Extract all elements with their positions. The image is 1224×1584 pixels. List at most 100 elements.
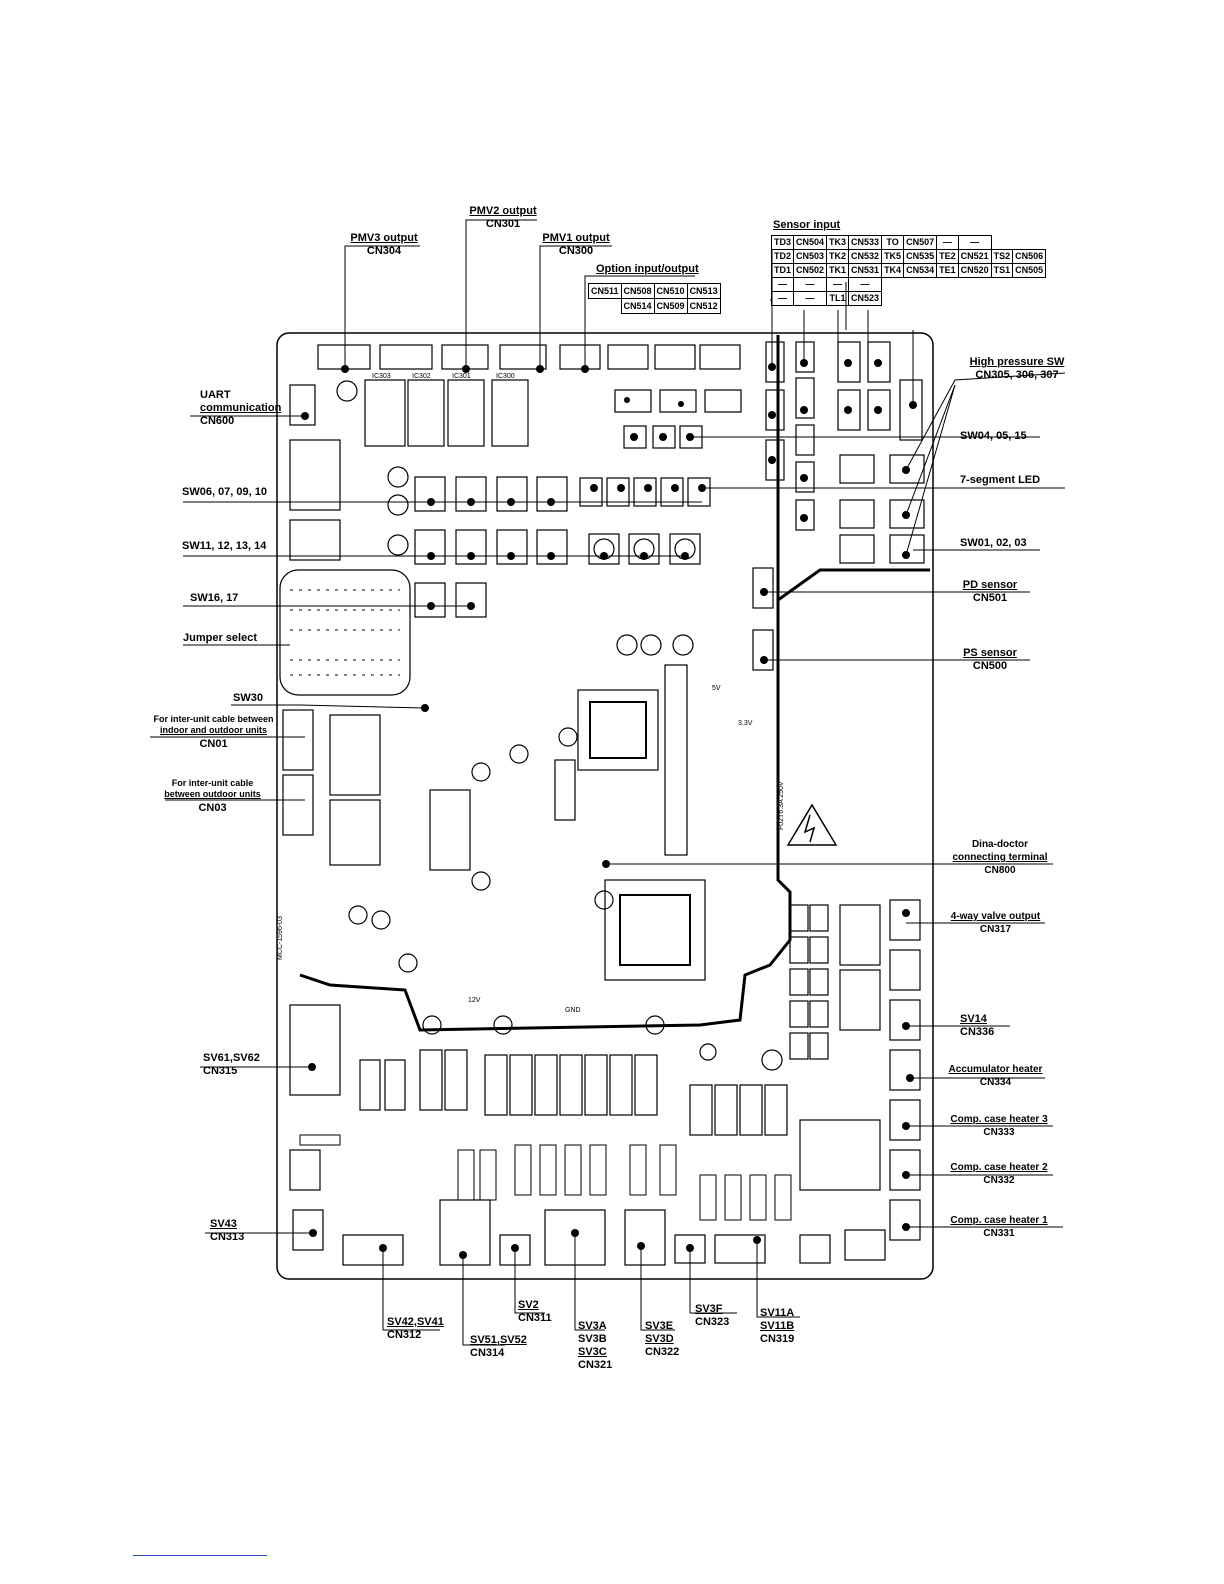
ps-sensor-connector: CN500 xyxy=(972,660,1008,672)
uart-connector: CN600 xyxy=(200,415,235,427)
cn03-connector: CN03 xyxy=(198,802,227,814)
pmv3-label: PMV3 output CN304 xyxy=(345,232,423,258)
sensor-cell: CN507 xyxy=(903,235,938,250)
board-silkscreen: IC303 IC302 IC301 IC300 F02T6.3A 250V MC… xyxy=(277,373,785,1014)
uart-sub: communication xyxy=(200,402,282,414)
option-cell: CN513 xyxy=(686,283,721,299)
sensor-cell: TK3 xyxy=(826,235,850,250)
sv61-title: SV61,SV62 xyxy=(203,1052,260,1064)
sv43-title: SV43 xyxy=(210,1218,237,1230)
cn01-title: For inter-unit cable between xyxy=(153,714,274,724)
sv3e-line2: SV3D xyxy=(645,1333,674,1345)
sensor-cell: CN531 xyxy=(848,263,883,278)
sv43-connector: CN313 xyxy=(210,1231,245,1243)
sensor-cell: — xyxy=(848,277,883,292)
option-row: CN511 CN508 CN510 CN513 xyxy=(588,283,721,299)
ps-sensor-label: PS sensor CN500 xyxy=(950,647,1030,673)
option-row: CN514 CN509 CN512 xyxy=(589,298,721,314)
sw11-label: SW11, 12, 13, 14 xyxy=(182,540,266,553)
cn01-connector: CN01 xyxy=(199,738,228,750)
sensor-cell xyxy=(882,278,904,292)
dina-doctor-sub: connecting terminal xyxy=(952,852,1048,863)
sensor-cell: — xyxy=(936,235,959,250)
sv3a-line1: SV3A xyxy=(578,1320,607,1332)
comp-heater-2-connector: CN332 xyxy=(983,1175,1015,1186)
sensor-row: TD1 CN502 TK1 CN531 TK4 CN534 TE1 CN520 … xyxy=(770,263,1047,278)
jumper-pins xyxy=(290,589,400,676)
sv51-label: SV51,SV52 CN314 xyxy=(470,1334,527,1360)
sv2-connector: CN311 xyxy=(518,1312,552,1324)
seven-segment-led-row xyxy=(579,477,711,507)
sv2-title: SV2 xyxy=(518,1299,539,1311)
seven-seg-title: 7-segment LED xyxy=(960,474,1041,486)
dina-doctor-connector: CN800 xyxy=(984,865,1016,876)
top-connector-row xyxy=(317,344,742,413)
sensor-cell: — xyxy=(826,277,850,292)
sensor-cell xyxy=(991,278,1013,292)
sv3f-connector: CN323 xyxy=(695,1316,730,1328)
svg-text:IC303: IC303 xyxy=(372,373,391,380)
sensor-cell: — xyxy=(793,277,828,292)
ground-trace-2 xyxy=(777,568,930,602)
sv42-connector: CN312 xyxy=(387,1329,422,1341)
sensor-cell xyxy=(1013,278,1046,292)
option-title: Option input/output xyxy=(596,263,699,275)
sensor-cell xyxy=(937,278,959,292)
sw01-title: SW01, 02, 03 xyxy=(960,537,1027,549)
svg-text:IC302: IC302 xyxy=(412,373,431,380)
sensor-cell: TS1 xyxy=(990,263,1014,278)
dina-doctor-title: Dina-doctor xyxy=(971,839,1029,850)
cn03-sub: between outdoor units xyxy=(164,789,261,799)
sensor-cell xyxy=(904,278,937,292)
sensor-cell: CN520 xyxy=(957,263,992,278)
pmv1-connector: CN300 xyxy=(558,245,594,257)
sv3a-connector: CN321 xyxy=(578,1359,613,1371)
sensor-cell: CN532 xyxy=(848,249,883,264)
svg-text:GND: GND xyxy=(565,1007,581,1014)
sensor-input-title: Sensor input xyxy=(773,219,841,231)
sv14-title: SV14 xyxy=(960,1013,987,1025)
sv42-title: SV42,SV41 xyxy=(387,1316,444,1328)
pmv3-connector: CN304 xyxy=(366,245,402,257)
sw04-title: SW04, 05, 15 xyxy=(960,430,1027,442)
sensor-cell: TO xyxy=(881,235,905,250)
comp-heater-1-title: Comp. case heater 1 xyxy=(950,1215,1048,1226)
sensor-cell: CN506 xyxy=(1012,249,1047,264)
comp-heater-3-label: Comp. case heater 3 CN333 xyxy=(943,1113,1055,1139)
sensor-cell: TK2 xyxy=(826,249,850,264)
svg-text:MCC-1596-03: MCC-1596-03 xyxy=(277,916,284,960)
relay-stack-right xyxy=(789,899,921,1241)
sensor-row: TD3 CN504 TK3 CN533 TO CN507 — — xyxy=(770,235,1046,250)
sensor-cell: TK1 xyxy=(826,263,850,278)
option-cell: CN510 xyxy=(653,283,688,299)
sensor-cell: TD1 xyxy=(770,263,795,278)
pmv1-title: PMV1 output xyxy=(542,232,610,244)
four-way-valve-title: 4-way valve output xyxy=(950,911,1041,922)
resistor-band xyxy=(299,1134,792,1221)
sv11-label: SV11A SV11B CN319 xyxy=(760,1307,794,1346)
high-pressure-sw-label: High pressure SW CN305, 306, 307 xyxy=(962,356,1072,382)
comp-heater-3-connector: CN333 xyxy=(983,1127,1015,1138)
sv61-label: SV61,SV62 CN315 xyxy=(203,1052,260,1078)
sv3e-line1: SV3E xyxy=(645,1320,674,1332)
sensor-cell: CN523 xyxy=(848,291,883,306)
sensor-cell xyxy=(904,292,937,306)
svg-text:IC301: IC301 xyxy=(452,373,471,380)
sensor-cell: CN535 xyxy=(903,249,938,264)
svg-text:F02T6.3A 250V: F02T6.3A 250V xyxy=(778,781,785,830)
sensor-row: — — — — xyxy=(770,277,1046,292)
sw01-label: SW01, 02, 03 xyxy=(960,537,1027,550)
footnote-rule xyxy=(133,1555,267,1556)
jumper-title: Jumper select xyxy=(183,632,257,644)
option-cell: CN509 xyxy=(653,298,688,314)
sensor-cell: TD3 xyxy=(770,235,795,250)
sensor-cell xyxy=(1013,292,1046,306)
cn03-title: For inter-unit cable xyxy=(171,778,254,788)
sensor-cell xyxy=(958,278,991,292)
sensor-cell: — xyxy=(793,291,828,306)
sv3e-label: SV3E SV3D CN322 xyxy=(645,1320,679,1359)
sv43-label: SV43 CN313 xyxy=(210,1218,244,1244)
sensor-row: TD2 CN503 TK2 CN532 TK5 CN535 TE2 CN521 … xyxy=(770,249,1047,264)
sv11-line2: SV11B xyxy=(760,1320,795,1332)
pmv2-label: PMV2 output CN301 xyxy=(463,205,543,231)
